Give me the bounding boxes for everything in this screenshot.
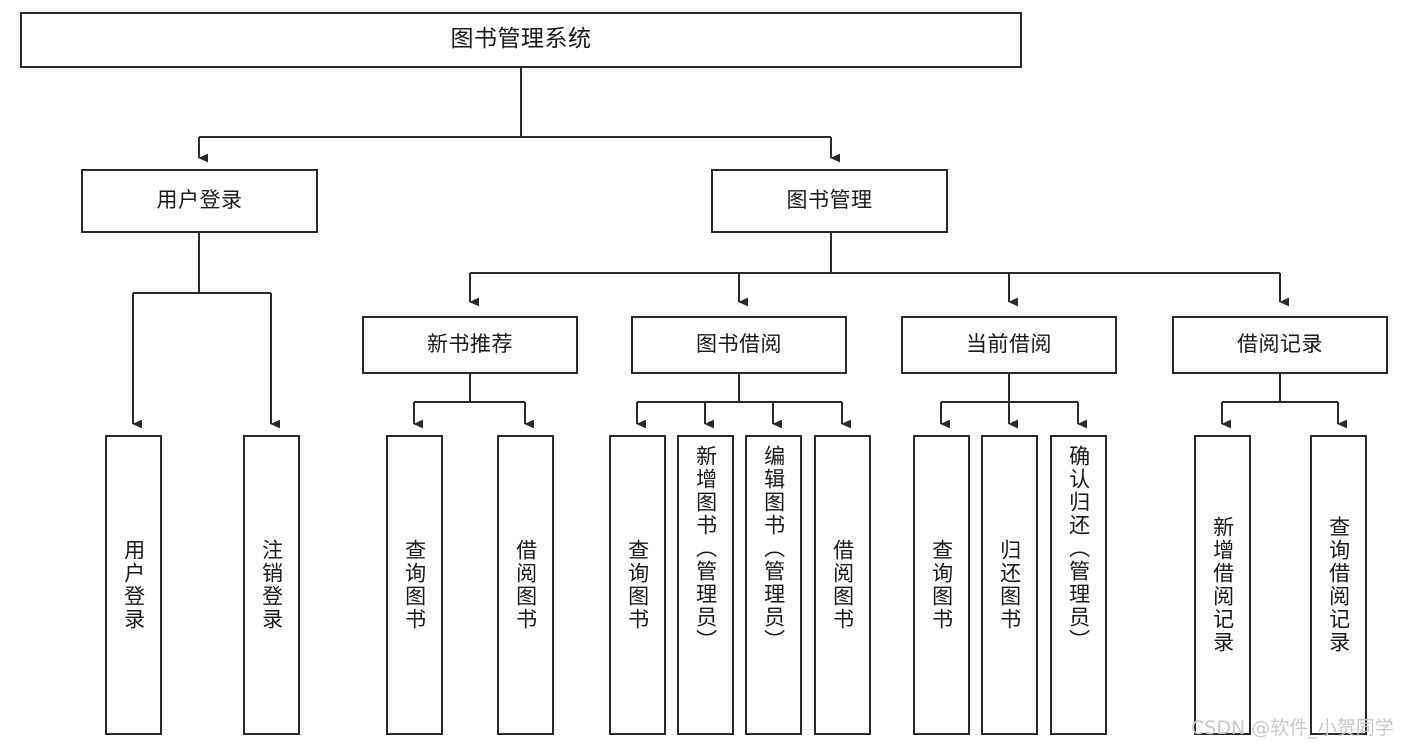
node-label: 查询借阅记录 [1326, 516, 1351, 654]
node-label: 用户登录 [156, 188, 243, 213]
leaf-logout[interactable]: 注销登录 [243, 435, 300, 735]
node-root-book-management-system[interactable]: 图书管理系统 [20, 12, 1022, 68]
leaf-borrow-borrow-book[interactable]: 借阅图书 [814, 435, 871, 735]
node-book-borrowing[interactable]: 图书借阅 [631, 316, 847, 374]
node-borrowing-record[interactable]: 借阅记录 [1172, 316, 1388, 374]
node-current-borrowing[interactable]: 当前借阅 [901, 316, 1117, 374]
leaf-current-query-book[interactable]: 查询图书 [913, 435, 970, 735]
node-label: 确认归还（管理员） [1066, 445, 1091, 652]
node-book-management[interactable]: 图书管理 [711, 169, 948, 233]
node-label: 借阅图书 [513, 539, 538, 631]
leaf-current-return-book[interactable]: 归还图书 [981, 435, 1038, 735]
node-label: 当前借阅 [966, 332, 1052, 357]
leaf-borrow-edit-book-admin[interactable]: 编辑图书（管理员） [745, 435, 802, 735]
node-label: 图书管理系统 [450, 26, 592, 53]
node-label: 查询图书 [929, 539, 954, 631]
node-label: 新增借阅记录 [1210, 516, 1235, 654]
node-label: 查询图书 [625, 539, 650, 631]
node-label: 编辑图书（管理员） [761, 445, 786, 652]
leaf-record-query-borrow-record[interactable]: 查询借阅记录 [1310, 435, 1367, 735]
node-new-book-recommendation[interactable]: 新书推荐 [362, 316, 578, 374]
node-label: 图书管理 [786, 188, 873, 213]
node-label: 新增图书（管理员） [693, 445, 718, 652]
node-label: 借阅记录 [1237, 332, 1323, 357]
node-label: 注销登录 [259, 539, 284, 631]
leaf-record-add-borrow-record[interactable]: 新增借阅记录 [1194, 435, 1251, 735]
leaf-newbook-query-book[interactable]: 查询图书 [386, 435, 443, 735]
leaf-borrow-add-book-admin[interactable]: 新增图书（管理员） [677, 435, 734, 735]
leaf-borrow-query-book[interactable]: 查询图书 [609, 435, 666, 735]
node-label: 用户登录 [121, 539, 146, 631]
node-label: 借阅图书 [830, 539, 855, 631]
node-label: 归还图书 [997, 539, 1022, 631]
node-label: 查询图书 [402, 539, 427, 631]
watermark-text: CSDN @软件_小贺同学 [1191, 717, 1394, 739]
leaf-user-login[interactable]: 用户登录 [105, 435, 162, 735]
node-label: 新书推荐 [427, 332, 513, 357]
leaf-current-confirm-return-admin[interactable]: 确认归还（管理员） [1050, 435, 1107, 735]
node-label: 图书借阅 [696, 332, 782, 357]
node-user-login[interactable]: 用户登录 [81, 169, 318, 233]
leaf-newbook-borrow-book[interactable]: 借阅图书 [497, 435, 554, 735]
